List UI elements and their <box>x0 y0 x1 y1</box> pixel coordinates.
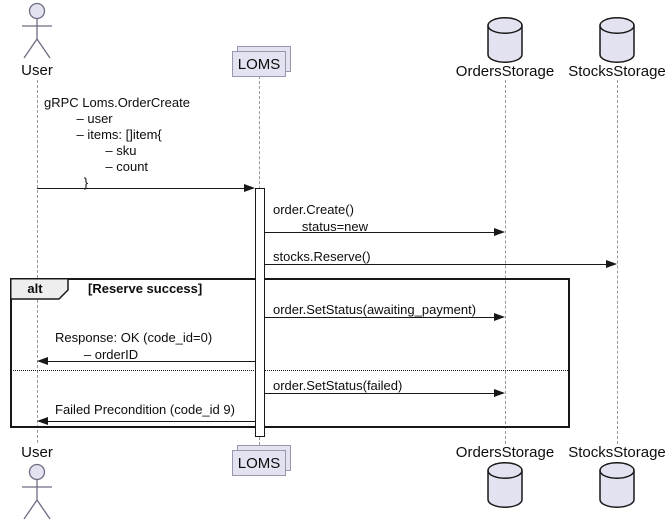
database-orders-storage-bottom <box>486 461 524 514</box>
message-arrow-order-create-db <box>265 228 505 237</box>
alt-else-divider <box>10 370 570 371</box>
message-order-create-db: order.Create() status=new <box>273 202 369 234</box>
arrowhead-left-icon <box>37 357 48 365</box>
message-arrow-set-status-awaiting <box>265 313 505 322</box>
arrow-shaft <box>39 421 255 422</box>
lifeline-orders-storage <box>505 80 506 444</box>
database-icon <box>487 462 523 508</box>
message-set-status-awaiting: order.SetStatus(awaiting_payment) <box>273 302 477 317</box>
user-icon <box>22 2 52 59</box>
alt-operator-label: alt <box>27 281 43 296</box>
message-set-status-failed: order.SetStatus(failed) <box>273 378 403 393</box>
arrow-shaft <box>265 393 503 394</box>
participant-label-loms-bottom: LOMS <box>237 454 281 472</box>
message-response-ok: Response: OK (code_id=0) – orderID <box>55 330 213 362</box>
actor-user-bottom <box>17 463 57 527</box>
participant-label-user-bottom: User <box>21 444 53 461</box>
message-order-create-rpc: gRPC Loms.OrderCreate – user – items: []… <box>44 95 190 190</box>
message-arrow-response-ok <box>37 357 255 366</box>
lifeline-user <box>37 80 38 443</box>
message-stocks-reserve: stocks.Reserve() <box>273 249 371 264</box>
participant-loms-bottom: LOMS <box>232 450 286 476</box>
message-arrow-stocks-reserve <box>265 260 617 269</box>
participant-loms-top: LOMS <box>232 51 286 77</box>
participant-label-orders-bottom: OrdersStorage <box>455 444 555 461</box>
alt-guard-label: [Reserve success] <box>88 281 203 296</box>
arrowhead-right-icon <box>494 313 505 321</box>
alt-frame-label-pentagon <box>10 278 69 300</box>
database-icon <box>599 17 635 63</box>
alt-frame <box>10 278 570 428</box>
participant-label-loms-top: LOMS <box>237 55 281 73</box>
activation-bar-loms <box>255 188 265 437</box>
lifeline-stocks-storage <box>617 80 618 444</box>
user-icon <box>22 463 52 520</box>
arrow-shaft <box>265 264 615 265</box>
arrow-shaft <box>265 232 503 233</box>
arrowhead-right-icon <box>494 389 505 397</box>
message-arrow-failed-precondition <box>37 417 255 426</box>
message-arrow-set-status-failed <box>265 389 505 398</box>
arrow-shaft <box>265 317 503 318</box>
database-icon <box>599 462 635 508</box>
arrow-shaft <box>37 188 253 189</box>
database-icon <box>487 17 523 63</box>
database-orders-storage-top <box>486 16 524 69</box>
arrowhead-left-icon <box>37 417 48 425</box>
arrowhead-right-icon <box>494 228 505 236</box>
message-failed-precondition: Failed Precondition (code_id 9) <box>55 402 235 417</box>
message-arrow-order-create-rpc <box>37 184 255 193</box>
arrowhead-right-icon <box>606 260 617 268</box>
arrowhead-right-icon <box>244 184 255 192</box>
actor-user-top <box>17 2 57 67</box>
participant-label-stocks-top: StocksStorage <box>568 63 666 80</box>
database-stocks-storage-top <box>598 16 636 69</box>
participant-label-user-top: User <box>21 62 53 79</box>
database-stocks-storage-bottom <box>598 461 636 514</box>
participant-label-orders-top: OrdersStorage <box>455 63 555 80</box>
participant-label-stocks-bottom: StocksStorage <box>568 444 666 461</box>
arrow-shaft <box>39 361 255 362</box>
